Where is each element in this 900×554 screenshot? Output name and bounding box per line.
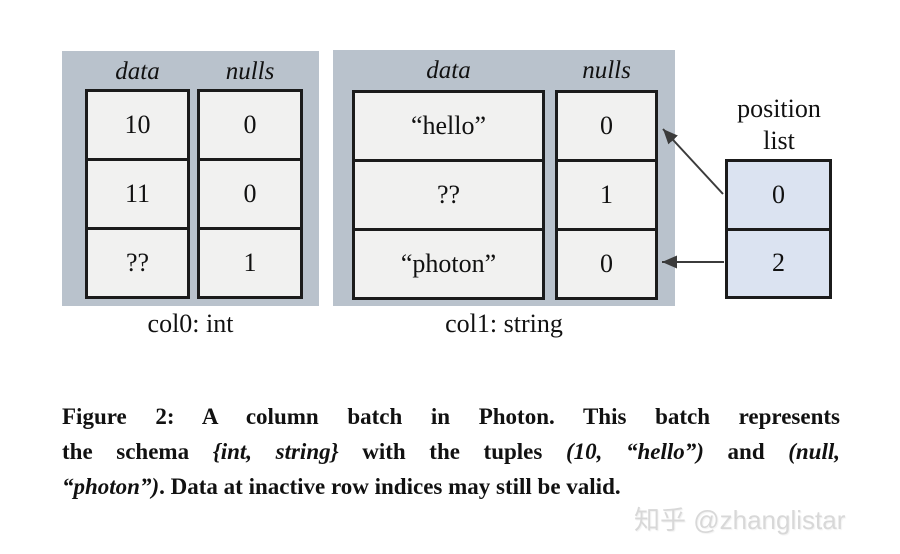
position-list-label-line1: position: [737, 94, 821, 123]
col1-data-cell: “hello”: [355, 93, 542, 159]
position-list: 0 2: [725, 159, 832, 299]
column-batch-col0: data nulls 10 11 ?? 0 0 1: [62, 51, 319, 306]
col0-nulls-header: nulls: [225, 58, 275, 85]
caption-text-italic: {int, string}: [212, 439, 339, 464]
col1-nulls-cell: 0: [558, 93, 655, 159]
col0-data-cell: 11: [88, 158, 187, 227]
caption-text-italic: (10, “hello”): [565, 439, 704, 464]
col0-data-header: data: [115, 58, 160, 85]
col0-label: col0: int: [147, 309, 234, 338]
column-batch-col1: data nulls “hello” ?? “photon” 0 1 0: [333, 50, 675, 306]
position-list-cell: 2: [728, 227, 829, 296]
caption-line: the schema {int, string} with the tuples…: [62, 434, 840, 469]
col0-data-cell: ??: [88, 227, 187, 296]
col1-label: col1: string: [445, 309, 563, 338]
col1-data-cell: “photon”: [355, 228, 542, 297]
zhihu-watermark: 知乎 @zhanglistar: [634, 505, 846, 535]
col0-nulls-cell: 1: [200, 227, 300, 296]
caption-line: “photon”). Data at inactive row indices …: [62, 469, 840, 504]
col1-nulls-cell: 1: [558, 159, 655, 228]
caption-text: the schema: [62, 439, 213, 464]
position-list-label-line2: list: [763, 126, 795, 155]
col0-nulls-cell: 0: [200, 158, 300, 227]
col0-nulls-vector: 0 0 1: [197, 89, 303, 299]
col1-data-vector: “hello” ?? “photon”: [352, 90, 545, 300]
position-list-cell: 0: [728, 162, 829, 228]
col1-data-header: data: [426, 57, 471, 84]
col1-nulls-header: nulls: [582, 57, 631, 84]
col1-data-cell: ??: [355, 159, 542, 228]
caption-text-italic: (null,: [788, 439, 840, 464]
caption-text-italic: “photon”): [62, 474, 160, 499]
caption-text: Figure 2: A column batch in Photon. This…: [62, 404, 840, 429]
col0-data-cell: 10: [88, 92, 187, 158]
caption-line: Figure 2: A column batch in Photon. This…: [62, 399, 840, 434]
col0-nulls-cell: 0: [200, 92, 300, 158]
figure-caption: Figure 2: A column batch in Photon. This…: [62, 399, 840, 504]
col1-nulls-cell: 0: [558, 228, 655, 297]
col0-data-vector: 10 11 ??: [85, 89, 190, 299]
col1-nulls-vector: 0 1 0: [555, 90, 658, 300]
caption-text: . Data at inactive row indices may still…: [159, 474, 621, 499]
caption-text: and: [703, 439, 789, 464]
position-list-label: position list: [716, 93, 842, 157]
caption-text: with the tuples: [338, 439, 566, 464]
